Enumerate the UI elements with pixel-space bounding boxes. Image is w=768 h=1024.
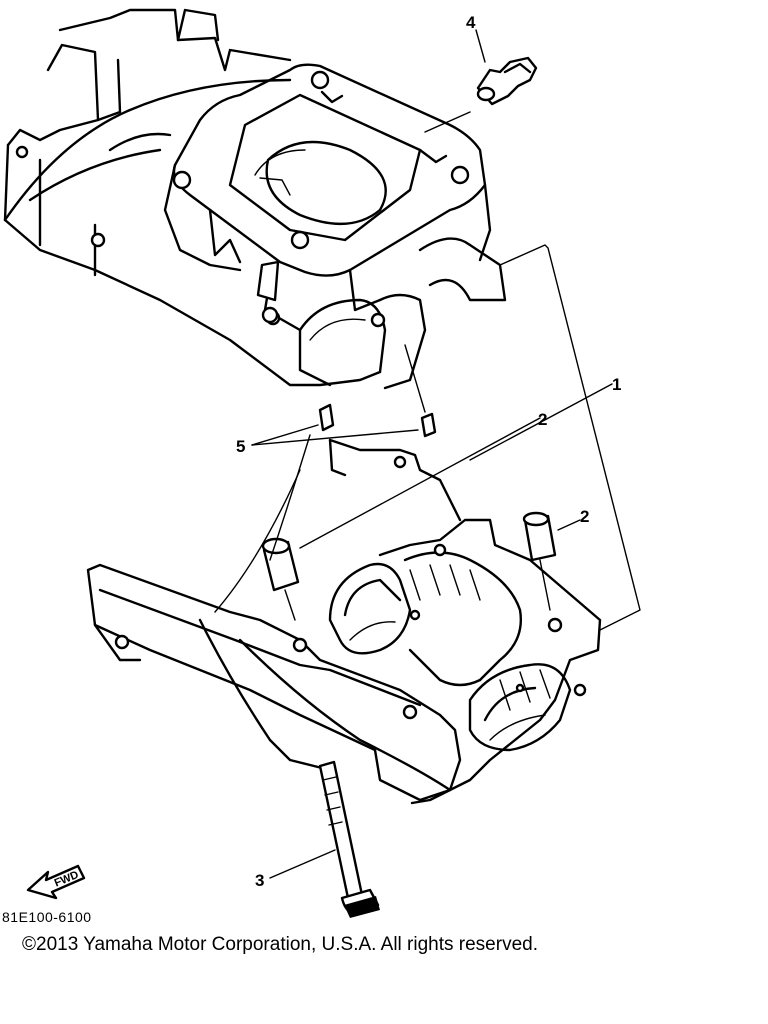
callout-2-right: 2 <box>580 507 589 526</box>
diagram-code: 81E100-6100 <box>2 909 92 925</box>
callout-5: 5 <box>236 437 245 456</box>
callout-2-upper: 2 <box>538 410 547 429</box>
upper-crankcase <box>3 8 507 390</box>
copyright-notice: ©2013 Yamaha Motor Corporation, U.S.A. A… <box>22 934 538 955</box>
callout-leaders <box>214 29 641 879</box>
callout-1: 1 <box>612 375 621 394</box>
callout-3: 3 <box>255 871 264 890</box>
callout-4: 4 <box>466 13 476 32</box>
part-2-sleeves <box>261 511 557 592</box>
lower-crankcase <box>86 438 602 805</box>
fwd-arrow-icon: FWD <box>26 864 86 900</box>
part-3-bolt <box>318 760 380 918</box>
part-5-dowel-pins <box>318 403 437 438</box>
part-4-fitting <box>476 56 538 106</box>
